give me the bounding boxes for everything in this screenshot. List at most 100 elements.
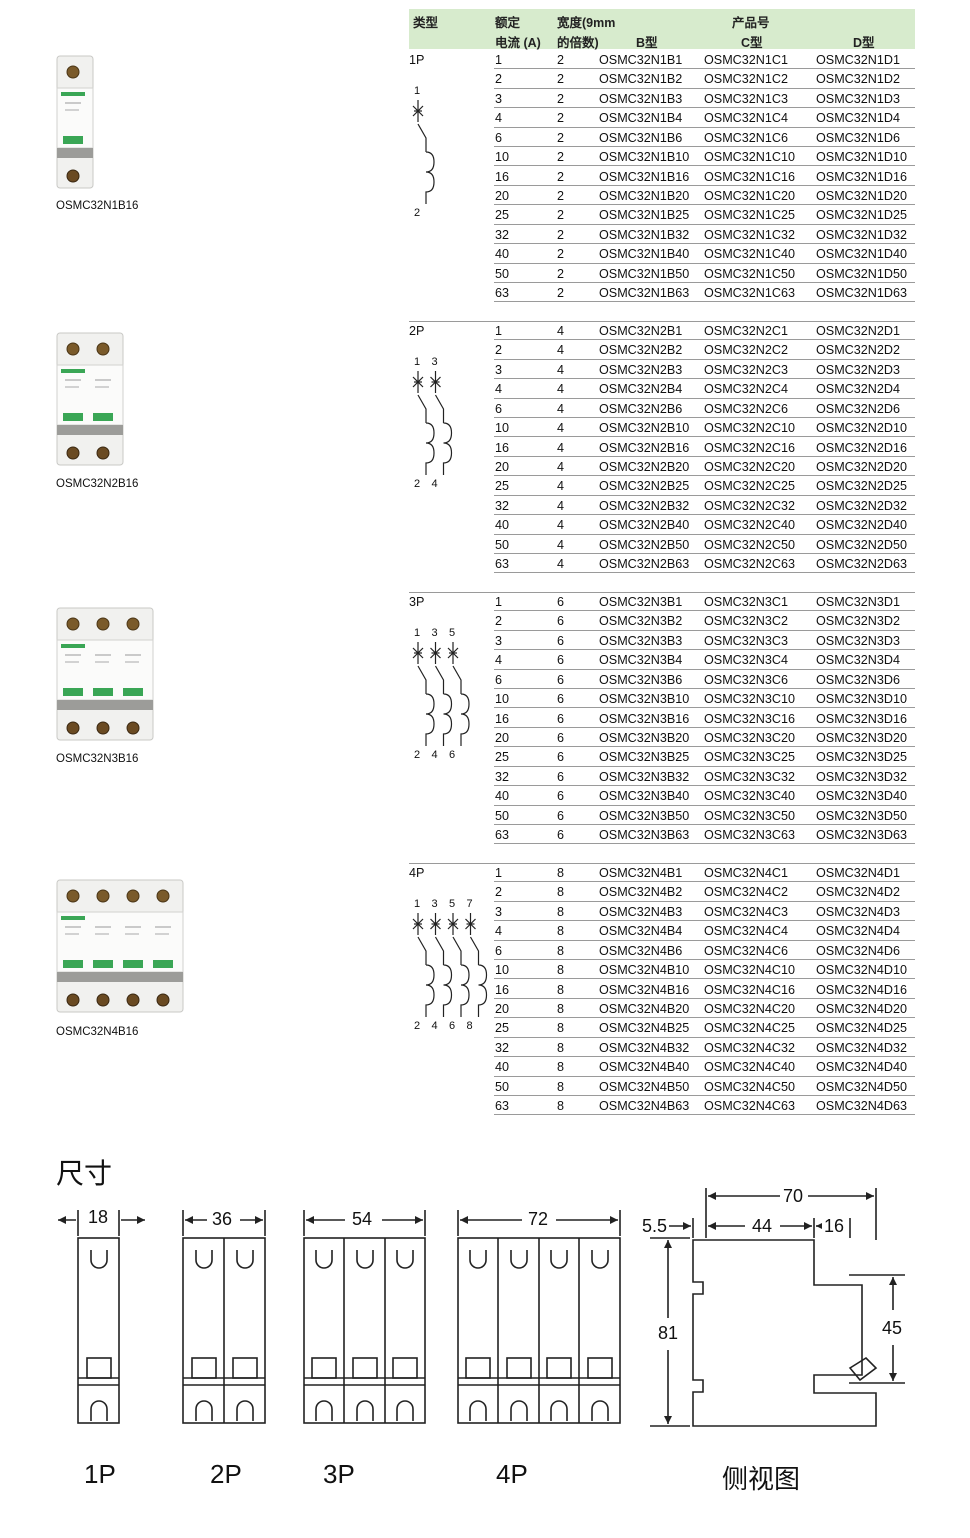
- cell-b: OSMC32N3B40: [599, 789, 690, 804]
- cell-width: 2: [557, 53, 565, 67]
- cell-b: OSMC32N1B16: [599, 169, 690, 184]
- cell-width: 4: [557, 382, 565, 397]
- row-rule: [494, 358, 915, 360]
- cell-b: OSMC32N3B50: [599, 808, 690, 823]
- cell-d: OSMC32N1D4: [816, 111, 900, 126]
- cell-a: 20: [495, 730, 510, 745]
- row-rule: [494, 87, 915, 89]
- cell-b: OSMC32N1B20: [599, 188, 690, 203]
- cell-width: 4: [557, 440, 565, 455]
- row-rule: [494, 765, 915, 767]
- cell-b: OSMC32N4B16: [599, 982, 690, 997]
- row-rule: [494, 900, 915, 902]
- cell-width: 2: [557, 72, 565, 87]
- cell-d: OSMC32N2D2: [816, 343, 900, 358]
- cell-b: OSMC32N3B3: [599, 633, 683, 648]
- group-label: 1P: [409, 53, 425, 67]
- row-rule: [494, 959, 915, 961]
- cell-width: 4: [557, 343, 565, 358]
- row-rule: [494, 339, 915, 341]
- cell-c: OSMC32N3C20: [704, 730, 795, 745]
- cell-a: 2: [495, 343, 503, 358]
- cell-a: 50: [495, 537, 510, 552]
- cell-a: 63: [495, 286, 510, 301]
- cell-b: OSMC32N4B25: [599, 1021, 690, 1036]
- cell-a: 40: [495, 518, 510, 533]
- breaker-image-4p: [56, 879, 184, 1013]
- terminal-top: 5: [449, 898, 456, 910]
- group-label: 2P: [409, 324, 425, 338]
- cell-c: OSMC32N2C3: [704, 362, 788, 377]
- cell-a: 32: [495, 498, 510, 513]
- cell-width: 2: [557, 266, 565, 281]
- cell-c: OSMC32N4C6: [704, 943, 788, 958]
- row-rule: [494, 824, 915, 825]
- cell-a: 16: [495, 440, 510, 455]
- row-rule: [494, 843, 915, 845]
- product-caption: OSMC32N4B16: [56, 1026, 139, 1038]
- header-col-b: B型: [636, 36, 658, 50]
- product-caption: OSMC32N2B16: [56, 478, 139, 490]
- row-rule: [494, 436, 915, 438]
- cell-d: OSMC32N1D3: [816, 91, 900, 106]
- wiring-symbol-3p: [412, 642, 470, 746]
- cell-a: 6: [495, 401, 503, 416]
- cell-c: OSMC32N4C1: [704, 866, 788, 880]
- cell-d: OSMC32N3D10: [816, 692, 907, 707]
- cell-c: OSMC32N2C2: [704, 343, 788, 358]
- cell-b: OSMC32N3B63: [599, 828, 690, 843]
- cell-b: OSMC32N3B16: [599, 711, 690, 726]
- cell-d: OSMC32N2D6: [816, 401, 900, 416]
- cell-width: 6: [557, 692, 565, 707]
- row-rule: [494, 514, 915, 516]
- cell-d: OSMC32N1D32: [816, 227, 907, 242]
- cell-d: OSMC32N4D40: [816, 1060, 907, 1075]
- cell-d: OSMC32N3D40: [816, 789, 907, 804]
- cell-b: OSMC32N2B3: [599, 362, 683, 377]
- cell-d: OSMC32N2D1: [816, 324, 900, 338]
- cell-width: 2: [557, 188, 565, 203]
- cell-a: 50: [495, 1079, 510, 1094]
- cell-c: OSMC32N3C63: [704, 828, 795, 843]
- cell-c: OSMC32N2C1: [704, 324, 788, 338]
- cell-b: OSMC32N1B40: [599, 247, 690, 262]
- cell-c: OSMC32N2C40: [704, 518, 795, 533]
- cell-width: 4: [557, 401, 565, 416]
- cell-a: 6: [495, 672, 503, 687]
- cell-width: 6: [557, 750, 565, 765]
- cell-width: 8: [557, 943, 565, 958]
- group-label: 3P: [409, 595, 425, 609]
- cell-d: OSMC32N4D25: [816, 1021, 907, 1036]
- row-rule: [494, 649, 915, 651]
- cell-d: OSMC32N3D4: [816, 653, 900, 668]
- cell-c: OSMC32N1C25: [704, 208, 795, 223]
- cell-c: OSMC32N1C3: [704, 91, 788, 106]
- cell-width: 2: [557, 111, 565, 126]
- cell-c: OSMC32N1C20: [704, 188, 795, 203]
- breaker-image-1p: [56, 55, 94, 189]
- row-rule: [494, 378, 915, 380]
- terminal-bottom: 4: [431, 1020, 438, 1032]
- cell-a: 4: [495, 924, 503, 939]
- row-rule: [494, 126, 915, 128]
- cell-a: 10: [495, 150, 510, 165]
- cell-a: 40: [495, 1060, 510, 1075]
- cell-d: OSMC32N4D63: [816, 1099, 907, 1114]
- cell-d: OSMC32N2D3: [816, 362, 900, 377]
- cell-b: OSMC32N3B1: [599, 595, 683, 609]
- drawing-1p: [58, 1210, 145, 1424]
- cell-a: 25: [495, 750, 510, 765]
- cell-width: 4: [557, 537, 565, 552]
- cell-a: 1: [495, 53, 503, 67]
